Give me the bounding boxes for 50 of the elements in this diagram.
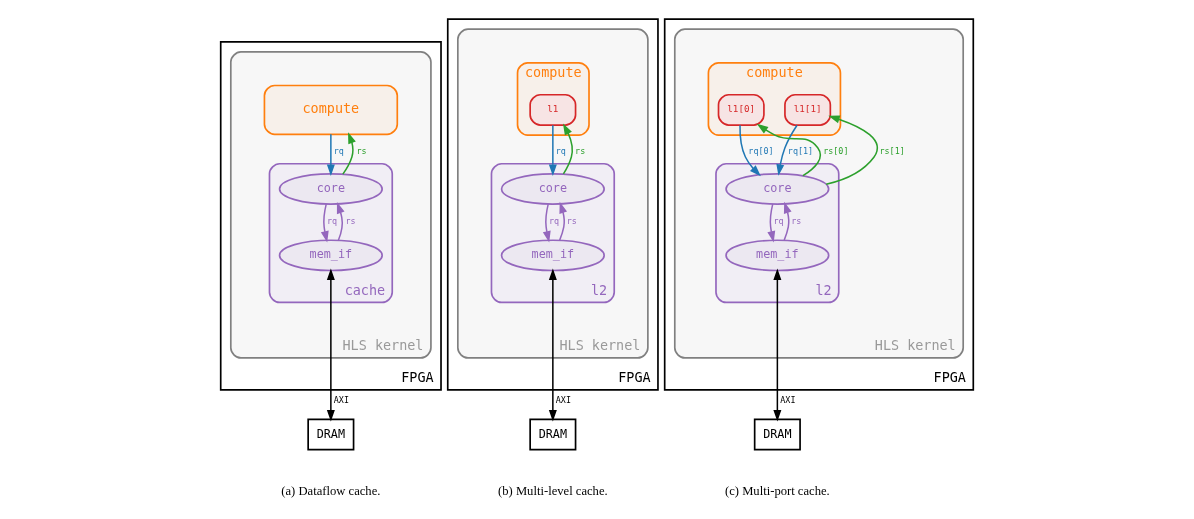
edge-label: rs[0]	[823, 145, 849, 156]
arrow	[558, 201, 568, 241]
arrow	[825, 115, 879, 185]
arrow	[548, 124, 557, 176]
arrow	[542, 202, 551, 242]
edge-label: rs[1]	[879, 145, 905, 156]
node-ellipse: core	[500, 172, 605, 205]
edge-label: rq[1]	[787, 145, 814, 156]
arrow	[756, 123, 822, 176]
node-box: compute	[263, 84, 399, 135]
edge-label: rq	[555, 145, 566, 156]
label: (a) Dataflow cache.	[281, 483, 381, 498]
arrow	[336, 201, 345, 241]
arrow	[342, 131, 356, 175]
edge-label: AXI	[333, 394, 349, 405]
edge-label: rs	[791, 215, 802, 226]
node-ellipse: core	[725, 172, 830, 205]
arrow	[320, 202, 329, 242]
edge-label: rs	[356, 145, 367, 156]
node-box: l1[1]	[784, 93, 832, 126]
edge-label: rs	[566, 215, 577, 226]
arrow	[326, 133, 335, 176]
edge-label: rq[0]	[748, 145, 774, 156]
node-box: DRAM	[307, 418, 355, 450]
node-box: l1	[529, 93, 577, 126]
node-box: DRAM	[753, 418, 801, 450]
node-ellipse: mem_if	[500, 238, 605, 271]
node-box: DRAM	[529, 418, 577, 450]
edge-label: AXI	[780, 394, 796, 405]
node-box: l1[0]	[717, 93, 765, 126]
arrow	[562, 122, 573, 175]
arrow	[783, 201, 792, 241]
edge-label: rs	[345, 215, 356, 226]
edge-label: rs	[575, 145, 586, 156]
arrow	[776, 123, 798, 176]
node-ellipse: mem_if	[725, 238, 830, 271]
edge-label: AXI	[555, 394, 571, 405]
edge-label: rq	[549, 215, 560, 226]
arrow	[548, 267, 557, 421]
arrow	[773, 267, 782, 421]
arrow	[326, 267, 335, 421]
node-ellipse: core	[278, 172, 383, 205]
edge-label: rq	[773, 215, 784, 226]
arrow	[739, 123, 761, 176]
label: (c) Multi-port cache.	[725, 483, 830, 498]
arrow	[767, 202, 776, 242]
edge-label: rq	[327, 215, 338, 226]
label: (b) Multi-level cache.	[498, 483, 608, 498]
edge-label: rq	[333, 145, 344, 156]
node-ellipse: mem_if	[278, 238, 383, 271]
